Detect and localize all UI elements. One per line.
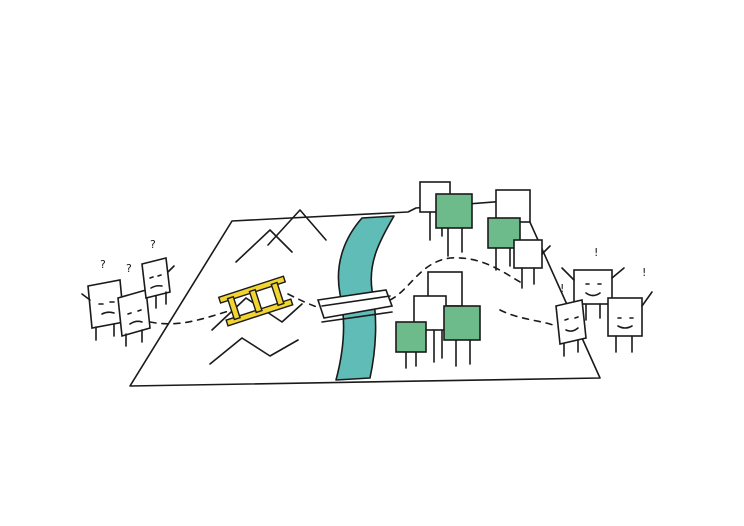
top-team-group (419, 181, 551, 289)
question-mark: ? (126, 262, 132, 275)
left-character-group: ? ? ? (81, 238, 175, 347)
ladder-icon (217, 275, 294, 327)
middle-team-group (395, 271, 481, 369)
character-icon (555, 299, 587, 357)
exclamation-mark: ! (594, 246, 598, 259)
character-icon (117, 288, 151, 347)
question-mark: ? (100, 258, 106, 271)
character-icon (141, 257, 175, 309)
bridge-icon (316, 289, 394, 323)
character-icon (81, 279, 125, 341)
question-mark: ? (150, 238, 156, 251)
character-icon (561, 267, 625, 321)
map-icon (129, 199, 601, 387)
character-icon (607, 291, 653, 353)
right-character-group: ! ! ! (555, 246, 653, 357)
exclamation-mark: ! (560, 282, 564, 295)
exclamation-mark: ! (642, 266, 646, 279)
